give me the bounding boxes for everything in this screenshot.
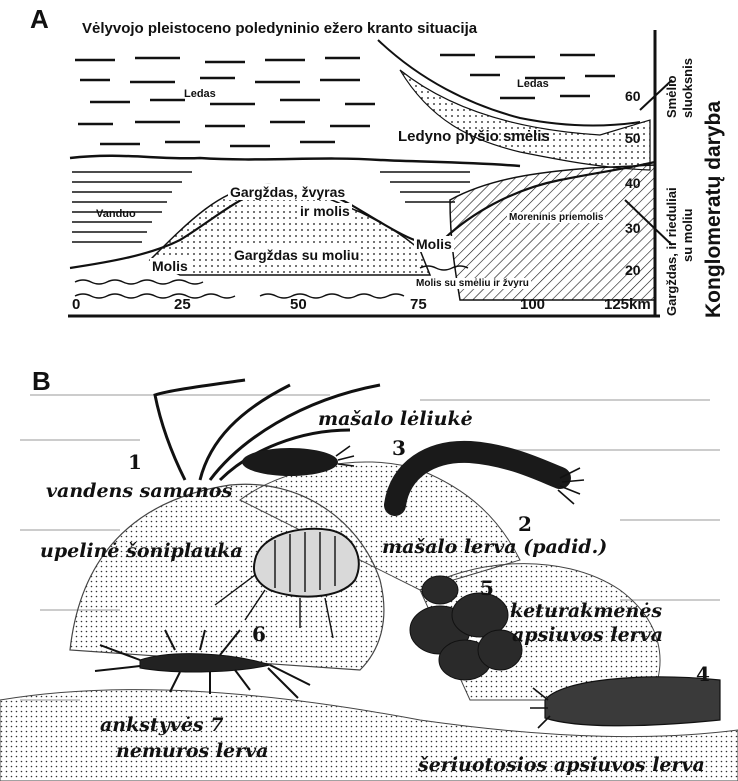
label-pupa: mašalo lėliukė: [318, 408, 473, 430]
label-caddis-stone-2: apsiuvos lerva: [512, 624, 663, 646]
label-caddis-stone-1: keturakmenės: [510, 600, 662, 622]
amphipod-drawing: [254, 529, 359, 597]
pupa-drawing: [242, 448, 338, 476]
number-6: 6: [252, 622, 266, 646]
label-amphipod: upelinė šoniplauka: [40, 540, 243, 562]
label-caddis-bristled: šeriuotosios apsiuvos lerva: [418, 754, 705, 776]
panel-letter-b: B: [32, 366, 51, 397]
label-moss: vandens samanos: [46, 480, 232, 502]
label-stonefly-1: ankstyvės 7: [100, 714, 223, 736]
label-larva: mašalo lerva (padid.): [382, 536, 607, 558]
number-4: 4: [696, 662, 710, 686]
number-1: 1: [128, 450, 142, 474]
number-3: 3: [392, 436, 406, 460]
number-2: 2: [518, 512, 532, 536]
number-5: 5: [480, 576, 494, 600]
label-stonefly-2: nemuros lerva: [116, 740, 268, 762]
